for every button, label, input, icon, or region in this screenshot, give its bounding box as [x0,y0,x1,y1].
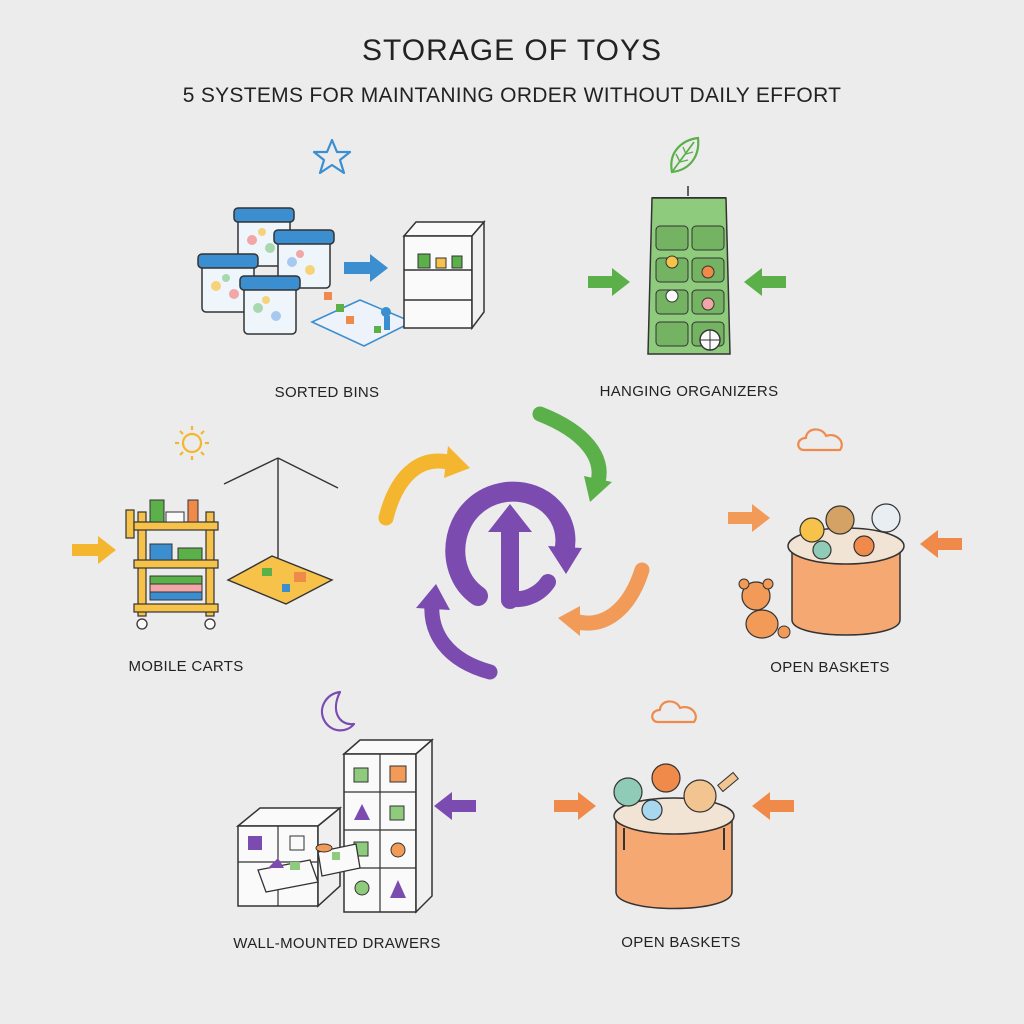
room-corner [223,457,339,562]
system-label-hanging-organizers: HANGING ORGANIZERS [599,383,779,400]
arrow-icon [588,268,630,296]
system-label-wall-mounted-drawers: WALL-MOUNTED DRAWERS [233,935,441,952]
system-label-sorted-bins: SORTED BINS [274,384,380,401]
cycle-arrow-purple [416,584,498,680]
cart [125,499,219,630]
system-label-open-baskets-2: OPEN BASKETS [621,934,741,951]
sorted-bins-illustration [197,207,486,347]
arrow-icon [744,268,786,296]
low-shelf [235,806,343,908]
drawer [315,843,361,877]
wall-drawers-illustration [235,738,476,914]
open-basket-illustration [728,503,962,639]
sun-icon [175,426,209,460]
bin [197,253,259,313]
play-mat [310,292,414,347]
bin [233,207,295,267]
recycle-icon [445,481,582,609]
arrow-icon [728,504,770,532]
cloud-icon [651,700,697,724]
page-subtitle: 5 SYSTEMS FOR MAINTANING ORDER WITHOUT D… [182,84,842,107]
leaf-icon [670,136,700,174]
cycle-arrow-green [532,406,612,502]
star-icon [312,138,352,175]
shelf [402,219,486,331]
cycle-arrow-yellow [378,446,470,526]
central-cycle [378,406,650,680]
mobile-cart-illustration [72,457,339,630]
arrow-icon [554,792,596,820]
cloud-icon [797,428,843,452]
tall-shelf [342,738,434,914]
moon-icon [320,690,356,732]
system-label-open-baskets: OPEN BASKETS [770,659,890,676]
cycle-arrow-orange [558,562,650,636]
teddy-bear-icon [738,578,791,639]
page-title: STORAGE OF TOYS [361,34,663,67]
open-basket-illustration [554,763,794,910]
arrow-icon [344,254,388,282]
arrow-icon [434,792,476,820]
arrow-icon [72,536,116,564]
hanging-organizer-illustration [588,186,786,355]
system-label-mobile-carts: MOBILE CARTS [128,658,244,675]
arrow-icon [920,530,962,558]
bin [239,275,301,335]
arrow-icon [752,792,794,820]
rug [226,555,334,605]
